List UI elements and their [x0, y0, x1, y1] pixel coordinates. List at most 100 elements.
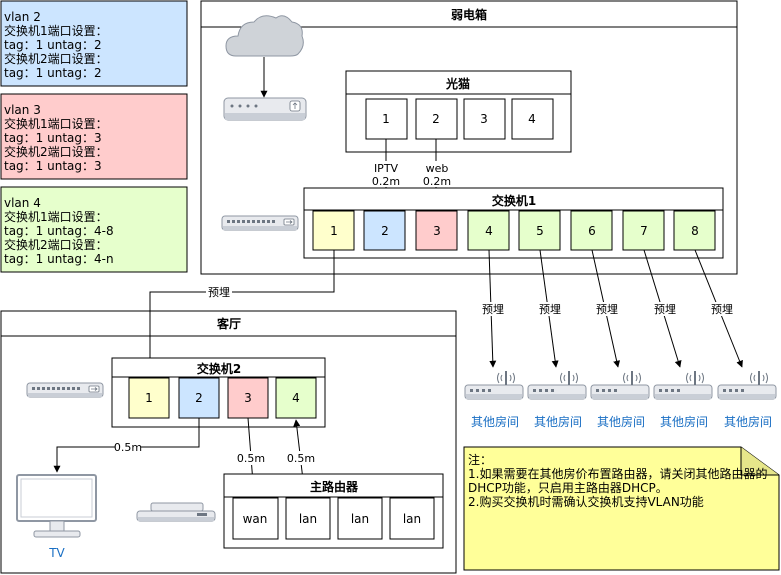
- switch-1-port-4-box: [467, 210, 510, 251]
- note-line-4: 2.购买交换机时需确认交换机支持VLAN功能: [468, 494, 704, 509]
- optical-modem: 光猫 1 2 3 4: [345, 70, 572, 153]
- other-room-3-ap-icon: [590, 370, 650, 400]
- switch-2-port-4: 4: [292, 391, 300, 405]
- preburied-label-4: 预埋: [482, 303, 504, 316]
- vlan-2-note: vlan 2 交换机1端口设置： tag：1 untag：2 交换机2端口设置：…: [0, 0, 188, 87]
- modem-port-2: 2: [432, 112, 440, 126]
- tv-icon: [16, 474, 97, 538]
- preburied-label-5: 预埋: [539, 303, 561, 316]
- switch-2-device-icon: [26, 382, 104, 398]
- switch-1-port-7: 7: [640, 224, 648, 238]
- switch-1-port-5-box: [518, 210, 561, 251]
- note-line-2: 1.如果需要在其他房价布置路由器，请关闭其他路由器的: [468, 466, 767, 481]
- iptv-link-length: 0.2m: [372, 175, 400, 188]
- other-room-1-label: 其他房间: [471, 414, 519, 429]
- modem-port-1-box: [365, 98, 408, 140]
- note-box: 注： 1.如果需要在其他房价布置路由器，请关闭其他路由器的 DHCP功能，只启用…: [463, 446, 780, 571]
- switch-2-port-1: 1: [145, 391, 153, 405]
- vlan-4-line-5: tag：1 untag：4-n: [4, 252, 114, 266]
- switch-2-port-3: 3: [244, 391, 252, 405]
- tv-cable-length: 0.5m: [114, 441, 142, 454]
- router-device-icon: [136, 502, 216, 522]
- other-room-3-label: 其他房间: [597, 414, 645, 429]
- web-link-length: 0.2m: [423, 175, 451, 188]
- switch-1-device-icon: [221, 215, 299, 231]
- internet-cloud-icon: [225, 15, 304, 57]
- other-room-2-label: 其他房间: [534, 414, 582, 429]
- note-line-1: 注：: [468, 452, 492, 467]
- modem-port-2-box: [415, 98, 458, 140]
- switch-1-port-6: 6: [588, 224, 596, 238]
- vlan-4-line-4: 交换机2端口设置：: [4, 237, 108, 252]
- switch-1-port-1: 1: [330, 224, 338, 238]
- preburied-label-7: 预埋: [654, 303, 676, 316]
- optical-modem-title: 光猫: [445, 76, 470, 91]
- vlan-2-line-4: 交换机2端口设置：: [4, 51, 108, 66]
- router-port-lan-2: lan: [351, 512, 369, 526]
- modem-port-4-box: [511, 98, 554, 140]
- iptv-link-label: IPTV: [374, 162, 399, 175]
- modem-device-icon: [223, 97, 307, 121]
- modem-port-4: 4: [528, 112, 536, 126]
- modem-port-1: 1: [382, 112, 390, 126]
- switch-1-port-4: 4: [485, 224, 493, 238]
- router-port-lan-2-box: [337, 497, 383, 540]
- other-room-2-ap-icon: [527, 370, 587, 400]
- weak-current-box-title: 弱电箱: [451, 7, 487, 22]
- switch-1-port-5: 5: [536, 224, 544, 238]
- modem-port-3-box: [463, 98, 506, 140]
- vlan-2-line-1: vlan 2: [4, 10, 41, 24]
- router-port-lan-3-box: [389, 497, 435, 540]
- main-router: 主路由器 wan lan lan lan: [223, 473, 444, 549]
- switch-1-port-2-box: [363, 210, 406, 251]
- switch-2-port-2-box: [178, 377, 220, 419]
- other-room-4-ap-icon: [653, 370, 713, 400]
- switch-1-port-8-box: [673, 210, 716, 251]
- vlan-3-line-5: tag：1 untag：3: [4, 159, 102, 173]
- modem-port-3: 3: [480, 112, 488, 126]
- vlan-3-line-3: tag：1 untag：3: [4, 131, 102, 145]
- preburied-label-8: 预埋: [711, 303, 733, 316]
- preburied-label-trunk: 预埋: [208, 286, 230, 299]
- switch-1-port-2: 2: [381, 224, 389, 238]
- vlan-4-line-1: vlan 4: [4, 196, 41, 210]
- vlan-2-line-5: tag：1 untag：2: [4, 66, 102, 80]
- web-link-label: web: [426, 162, 449, 175]
- switch-1: 交换机1 1 2 3 4 5 6 7 8: [303, 187, 724, 259]
- vlan-3-note: vlan 3 交换机1端口设置： tag：1 untag：3 交换机2端口设置：…: [0, 93, 188, 180]
- vlan-3-line-4: 交换机2端口设置：: [4, 144, 108, 159]
- switch-2-port-2: 2: [195, 391, 203, 405]
- switch-1-port-6-box: [570, 210, 613, 251]
- switch-1-port-3-box: [415, 210, 458, 251]
- switch-2: 交换机2 1 2 3 4: [111, 357, 326, 428]
- living-room-box: 客厅: [0, 310, 457, 574]
- vlan-4-line-3: tag：1 untag：4-8: [4, 224, 114, 238]
- other-room-5-label: 其他房间: [724, 414, 772, 429]
- vlan-2-line-3: tag：1 untag：2: [4, 38, 102, 52]
- switch-1-port-8: 8: [691, 224, 699, 238]
- main-router-title: 主路由器: [310, 479, 359, 494]
- other-room-1-ap-icon: [464, 370, 524, 400]
- switch-1-title: 交换机1: [492, 193, 536, 208]
- living-room-title: 客厅: [216, 316, 241, 331]
- switch-2-port-1-box: [128, 377, 170, 419]
- router-port-lan-1-box: [285, 497, 331, 540]
- switch-1-port-1-box: [312, 210, 355, 251]
- switch-2-port-4-box: [275, 377, 317, 419]
- router-port-wan-box: [232, 497, 279, 540]
- vlan-3-line-2: 交换机1端口设置：: [4, 116, 108, 131]
- preburied-label-6: 预埋: [596, 303, 618, 316]
- vlan-3-line-1: vlan 3: [4, 103, 41, 117]
- router-port-lan-1: lan: [299, 512, 317, 526]
- switch-1-port-3: 3: [433, 224, 441, 238]
- switch-1-port-7-box: [622, 210, 665, 251]
- switch-2-title: 交换机2: [197, 361, 241, 376]
- note-line-3: DHCP功能，只启用主路由器DHCP。: [468, 480, 668, 495]
- router-port-lan-3: lan: [403, 512, 421, 526]
- vlan-4-note: vlan 4 交换机1端口设置： tag：1 untag：4-8 交换机2端口设…: [0, 186, 188, 273]
- tv-label: TV: [48, 546, 65, 560]
- vlan-4-line-2: 交换机1端口设置：: [4, 209, 108, 224]
- wan-cable-length: 0.5m: [237, 452, 265, 465]
- lan-cable-length: 0.5m: [287, 452, 315, 465]
